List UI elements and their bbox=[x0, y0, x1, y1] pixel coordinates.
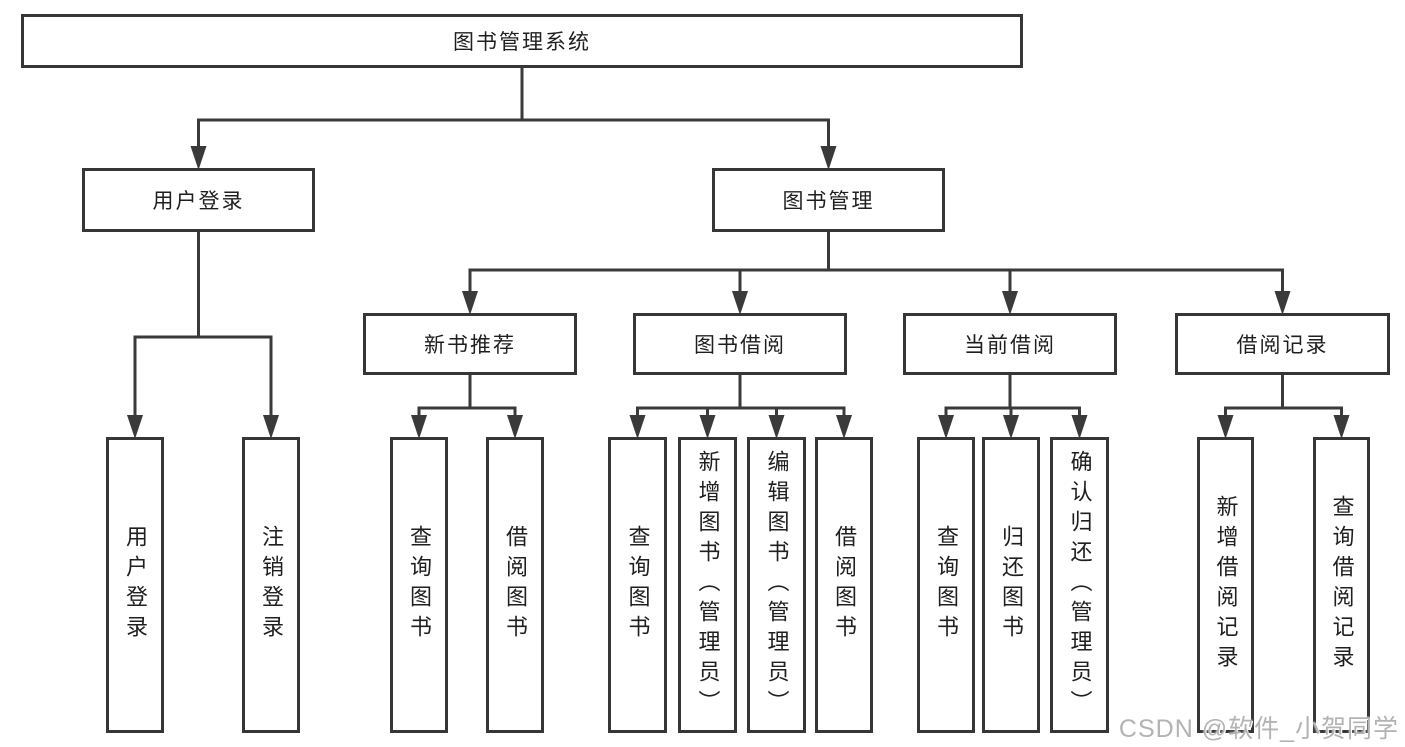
csdn-watermark: CSDN @软件_小贺同学 bbox=[1118, 715, 1399, 743]
node-bb-add-books-admin: 新增图书（管理员） bbox=[678, 437, 737, 733]
node-cb-return-books: 归还图书 bbox=[982, 437, 1040, 733]
node-br-query-record-label: 查询借阅记录 bbox=[1329, 495, 1355, 675]
node-book-borrowing-label: 图书借阅 bbox=[694, 334, 786, 357]
node-root: 图书管理系统 bbox=[21, 14, 1023, 68]
node-new-book-recommendation: 新书推荐 bbox=[363, 313, 577, 375]
node-cb-confirm-return-admin: 确认归还（管理员） bbox=[1050, 437, 1109, 733]
node-bb-query-books-label: 查询图书 bbox=[625, 525, 651, 645]
node-borrowing-records: 借阅记录 bbox=[1175, 313, 1390, 375]
node-root-label: 图书管理系统 bbox=[453, 31, 591, 54]
node-bb-query-books: 查询图书 bbox=[608, 437, 667, 733]
node-book-management: 图书管理 bbox=[712, 168, 945, 232]
node-cb-query-books-label: 查询图书 bbox=[934, 525, 959, 645]
node-nb-borrow-books: 借阅图书 bbox=[486, 437, 544, 733]
node-cb-return-books-label: 归还图书 bbox=[999, 525, 1024, 645]
node-new-book-recommendation-label: 新书推荐 bbox=[424, 334, 516, 357]
node-book-borrowing: 图书借阅 bbox=[633, 313, 847, 375]
node-user-login: 用户登录 bbox=[82, 168, 315, 232]
node-book-management-label: 图书管理 bbox=[782, 190, 875, 213]
node-br-add-record: 新增借阅记录 bbox=[1197, 437, 1254, 733]
node-leaf-logout: 注销登录 bbox=[242, 437, 300, 733]
node-leaf-logout-label: 注销登录 bbox=[259, 525, 284, 645]
node-cb-confirm-return-admin-label: 确认归还（管理员） bbox=[1067, 450, 1093, 720]
node-bb-edit-books-admin-label: 编辑图书（管理员） bbox=[764, 450, 790, 720]
node-br-query-record: 查询借阅记录 bbox=[1313, 437, 1370, 733]
node-borrowing-records-label: 借阅记录 bbox=[1236, 334, 1329, 357]
node-bb-borrow-books-label: 借阅图书 bbox=[832, 525, 857, 645]
node-bb-add-books-admin-label: 新增图书（管理员） bbox=[695, 450, 721, 720]
node-current-borrowing: 当前借阅 bbox=[903, 313, 1117, 375]
node-br-add-record-label: 新增借阅记录 bbox=[1213, 495, 1239, 675]
node-nb-borrow-books-label: 借阅图书 bbox=[503, 525, 528, 645]
node-leaf-user-login-label: 用户登录 bbox=[123, 525, 148, 645]
node-user-login-label: 用户登录 bbox=[152, 190, 245, 213]
node-nb-query-books: 查询图书 bbox=[390, 437, 448, 733]
node-cb-query-books: 查询图书 bbox=[917, 437, 975, 733]
node-nb-query-books-label: 查询图书 bbox=[407, 525, 432, 645]
node-current-borrowing-label: 当前借阅 bbox=[964, 334, 1056, 357]
node-bb-edit-books-admin: 编辑图书（管理员） bbox=[747, 437, 806, 733]
node-leaf-user-login: 用户登录 bbox=[106, 437, 164, 733]
node-bb-borrow-books: 借阅图书 bbox=[815, 437, 873, 733]
